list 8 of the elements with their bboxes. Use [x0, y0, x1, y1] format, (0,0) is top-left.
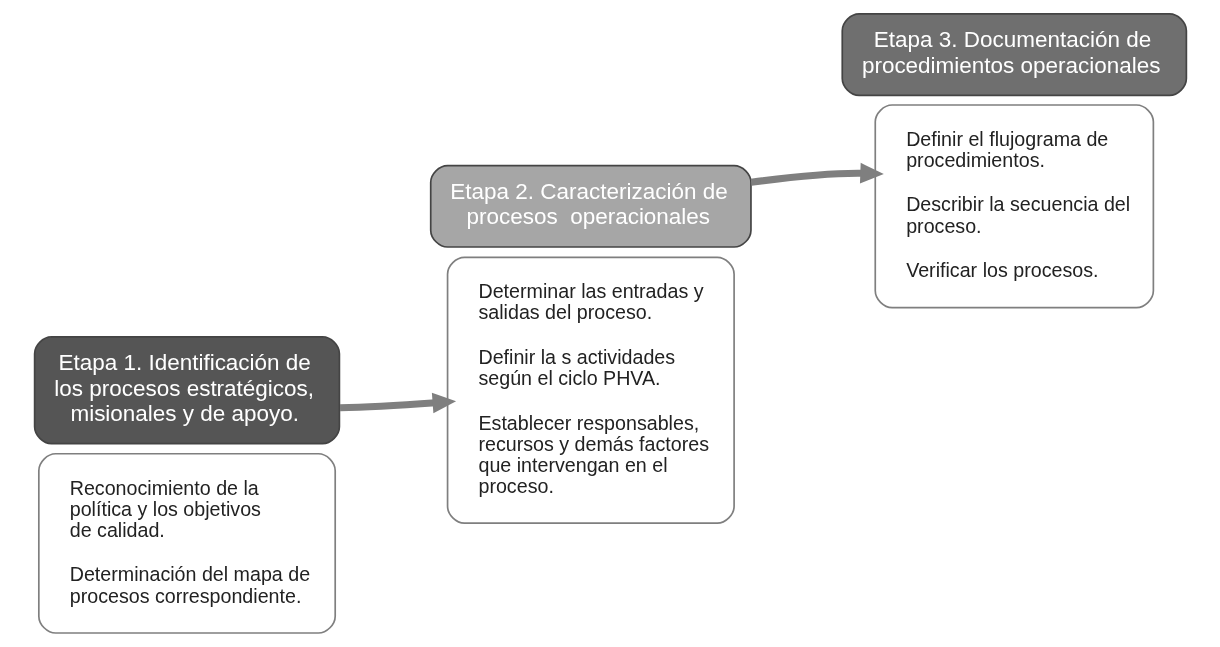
node-box: Etapa 1. Identificación de los procesos estratégicos, misionales y de apoyo. [33, 336, 340, 445]
node-box: Determinar las entradas y salidas del proceso. Definir la s actividades según el ciclo PHVA. Establecer responsables, recursos y demás factores que intervengan en el proceso. [446, 256, 735, 524]
node-box: Etapa 3. Documentación de procedimientos operacionales [840, 13, 1187, 97]
arrow [750, 162, 884, 186]
node-box: Definir el flujograma de procedimientos. Describir la secuencia del proceso. Verificar los procesos. [873, 104, 1154, 309]
node-box: Etapa 2. Caracterización de procesos operacionales [429, 164, 752, 248]
arrow [339, 392, 456, 414]
node-box: Reconocimiento de la política y los objetivos de calidad. Determinación del mapa de procesos correspondiente. [37, 452, 336, 634]
